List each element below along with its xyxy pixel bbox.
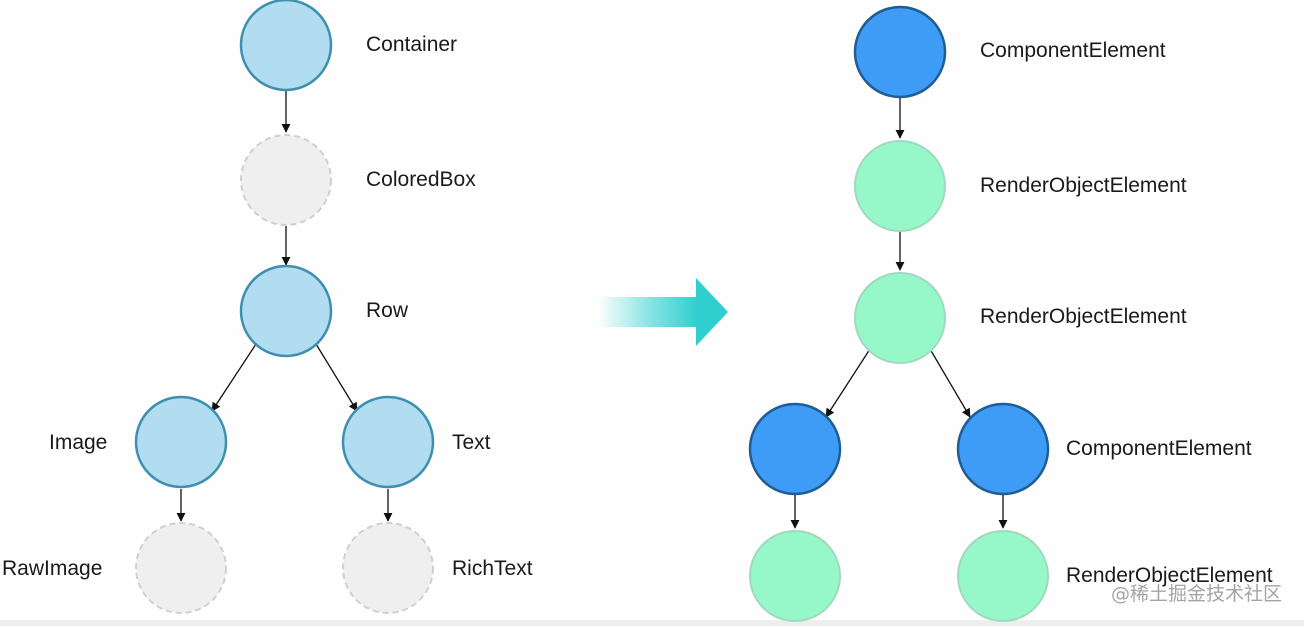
edge-row-text [315, 343, 358, 412]
label-render-l3: RenderObjectElement [980, 305, 1187, 328]
node-component-left [748, 402, 842, 496]
label-container: Container [366, 33, 458, 56]
label-rawimage: RawImage [2, 557, 103, 580]
node-render-l2 [854, 140, 946, 232]
node-render-l3 [854, 272, 946, 364]
node-component-root [853, 5, 947, 99]
label-component-branch: ComponentElement [1066, 437, 1252, 460]
label-coloredbox: ColoredBox [366, 168, 476, 191]
edge-r-l3-right [929, 348, 971, 418]
label-image: Image [49, 431, 108, 454]
transform-arrow-icon [598, 278, 728, 346]
label-text: Text [452, 431, 491, 454]
label-richtext: RichText [452, 557, 533, 580]
label-render-leaf: RenderObjectElement [1066, 564, 1273, 587]
node-component-right [956, 402, 1050, 496]
label-row: Row [366, 299, 409, 322]
node-richtext [342, 522, 434, 614]
watermark: @稀土掘金技术社区 [1110, 583, 1282, 605]
node-text [341, 395, 435, 489]
node-rawimage [135, 522, 227, 614]
node-coloredbox [240, 134, 332, 226]
label-render-l2: RenderObjectElement [980, 174, 1187, 197]
edge-r-l3-left [825, 348, 871, 418]
node-row [239, 264, 333, 358]
node-render-left-leaf [749, 530, 841, 622]
label-component-root: ComponentElement [980, 39, 1166, 62]
node-container [239, 0, 333, 92]
node-image [134, 395, 228, 489]
edge-row-image [211, 343, 257, 412]
node-render-right-leaf [957, 530, 1049, 622]
